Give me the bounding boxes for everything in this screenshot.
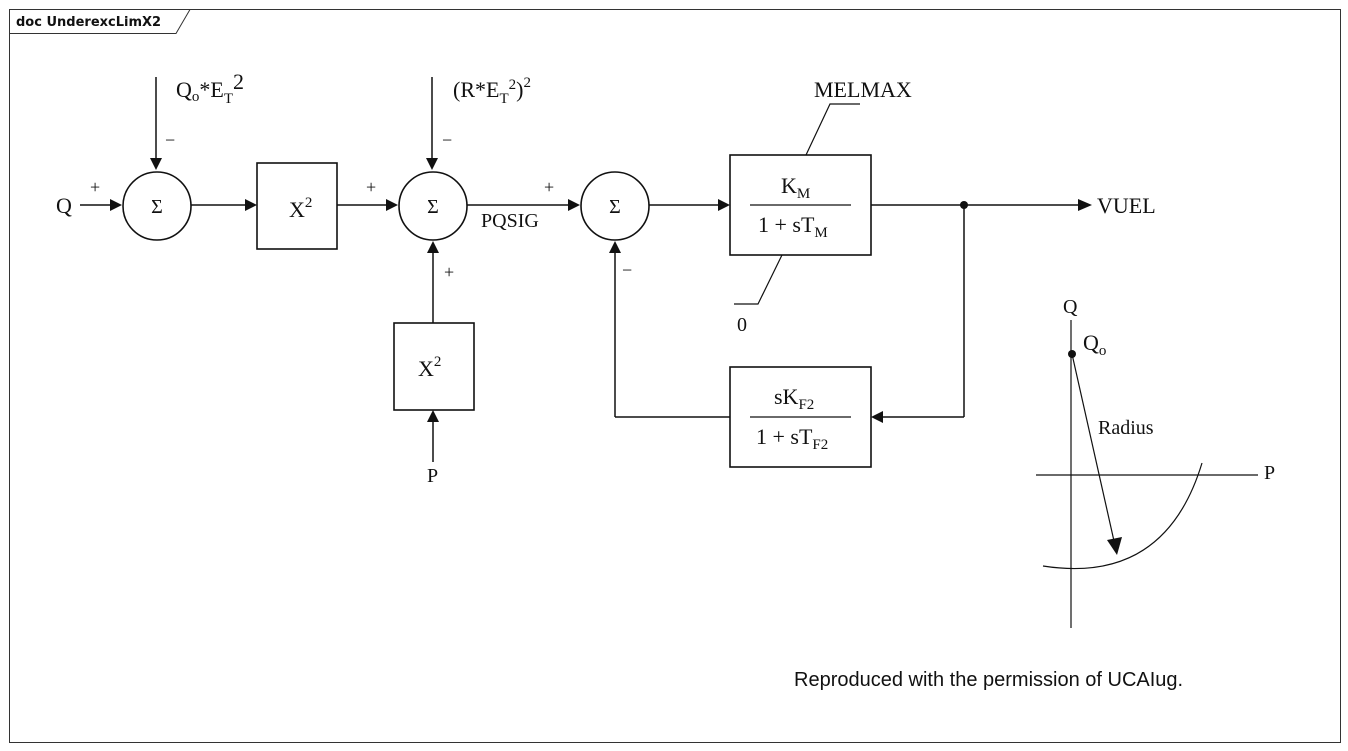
summing-junction-2 [398,171,468,241]
q-arrowhead [110,199,122,211]
sum2-minus-top-sign: − [442,130,452,150]
plot-radius-label: Radius [1098,417,1154,439]
square-block-p [393,322,475,411]
plot-radius-arrowhead [1107,537,1122,555]
square-p-to-sum2-arrowhead [427,241,439,253]
sum2-plus-left-sign: + [366,177,376,197]
plot-qo-label: Qo [1083,330,1106,359]
sum3-minus-sign: − [622,260,632,280]
sum2-plus-bottom-sign: + [444,262,454,282]
summing-junction-2-symbol: Σ [427,196,439,218]
r-et2-label: (R*ET2)2 [453,75,531,107]
square-block-p-label: X2 [418,354,441,381]
plot-limit-arc [1042,462,1203,570]
feedback-arrowhead [871,411,883,423]
limiter-max-label: MELMAX [814,77,912,102]
limiter-max-line [805,103,860,156]
qo-et2-label: Qo*ET2 [176,69,244,107]
feedback-sum3-arrowhead [609,241,621,253]
sum3-plus-sign: + [544,177,554,197]
output-vuel-label: VUEL [1097,193,1156,218]
input-p-label: P [427,465,438,487]
summing-junction-1-symbol: Σ [151,196,163,218]
sum3-to-main-arrowhead [718,199,730,211]
main-block-numerator: KM [781,173,810,202]
input-q-label: Q [56,193,72,218]
square-block-q-label: X2 [289,195,312,222]
sum1-to-square-arrowhead [245,199,257,211]
plot-q-axis-label: Q [1063,296,1078,318]
frame-tab [9,9,191,34]
summing-junction-1 [122,171,192,241]
qo-arrowhead [150,158,162,170]
square-to-sum2-arrowhead [386,199,398,211]
sum1-minus-sign: − [165,130,175,150]
frame-tab-label: doc UnderexcLimX2 [16,15,161,30]
pqsig-arrowhead [568,199,580,211]
sum1-plus-sign: + [90,177,100,197]
limiter-min-line [734,254,783,305]
limiter-min-label: 0 [737,314,747,336]
summing-junction-3-symbol: Σ [609,196,621,218]
summing-junction-3 [580,171,650,241]
permission-caption: Reproduced with the permission of UCAIug… [794,669,1183,691]
output-arrowhead [1078,199,1092,211]
square-block-q [256,162,338,250]
plot-p-axis-label: P [1264,462,1275,484]
diagram-frame [9,9,1341,743]
r-arrowhead [426,158,438,170]
feedback-block-numerator: sKF2 [774,384,814,413]
plot-radius-line [1071,353,1115,542]
pqsig-label: PQSIG [481,210,539,232]
feedback-block-denominator: 1 + sTF2 [756,424,828,453]
main-block-denominator: 1 + sTM [758,212,828,241]
p-arrowhead [427,410,439,422]
